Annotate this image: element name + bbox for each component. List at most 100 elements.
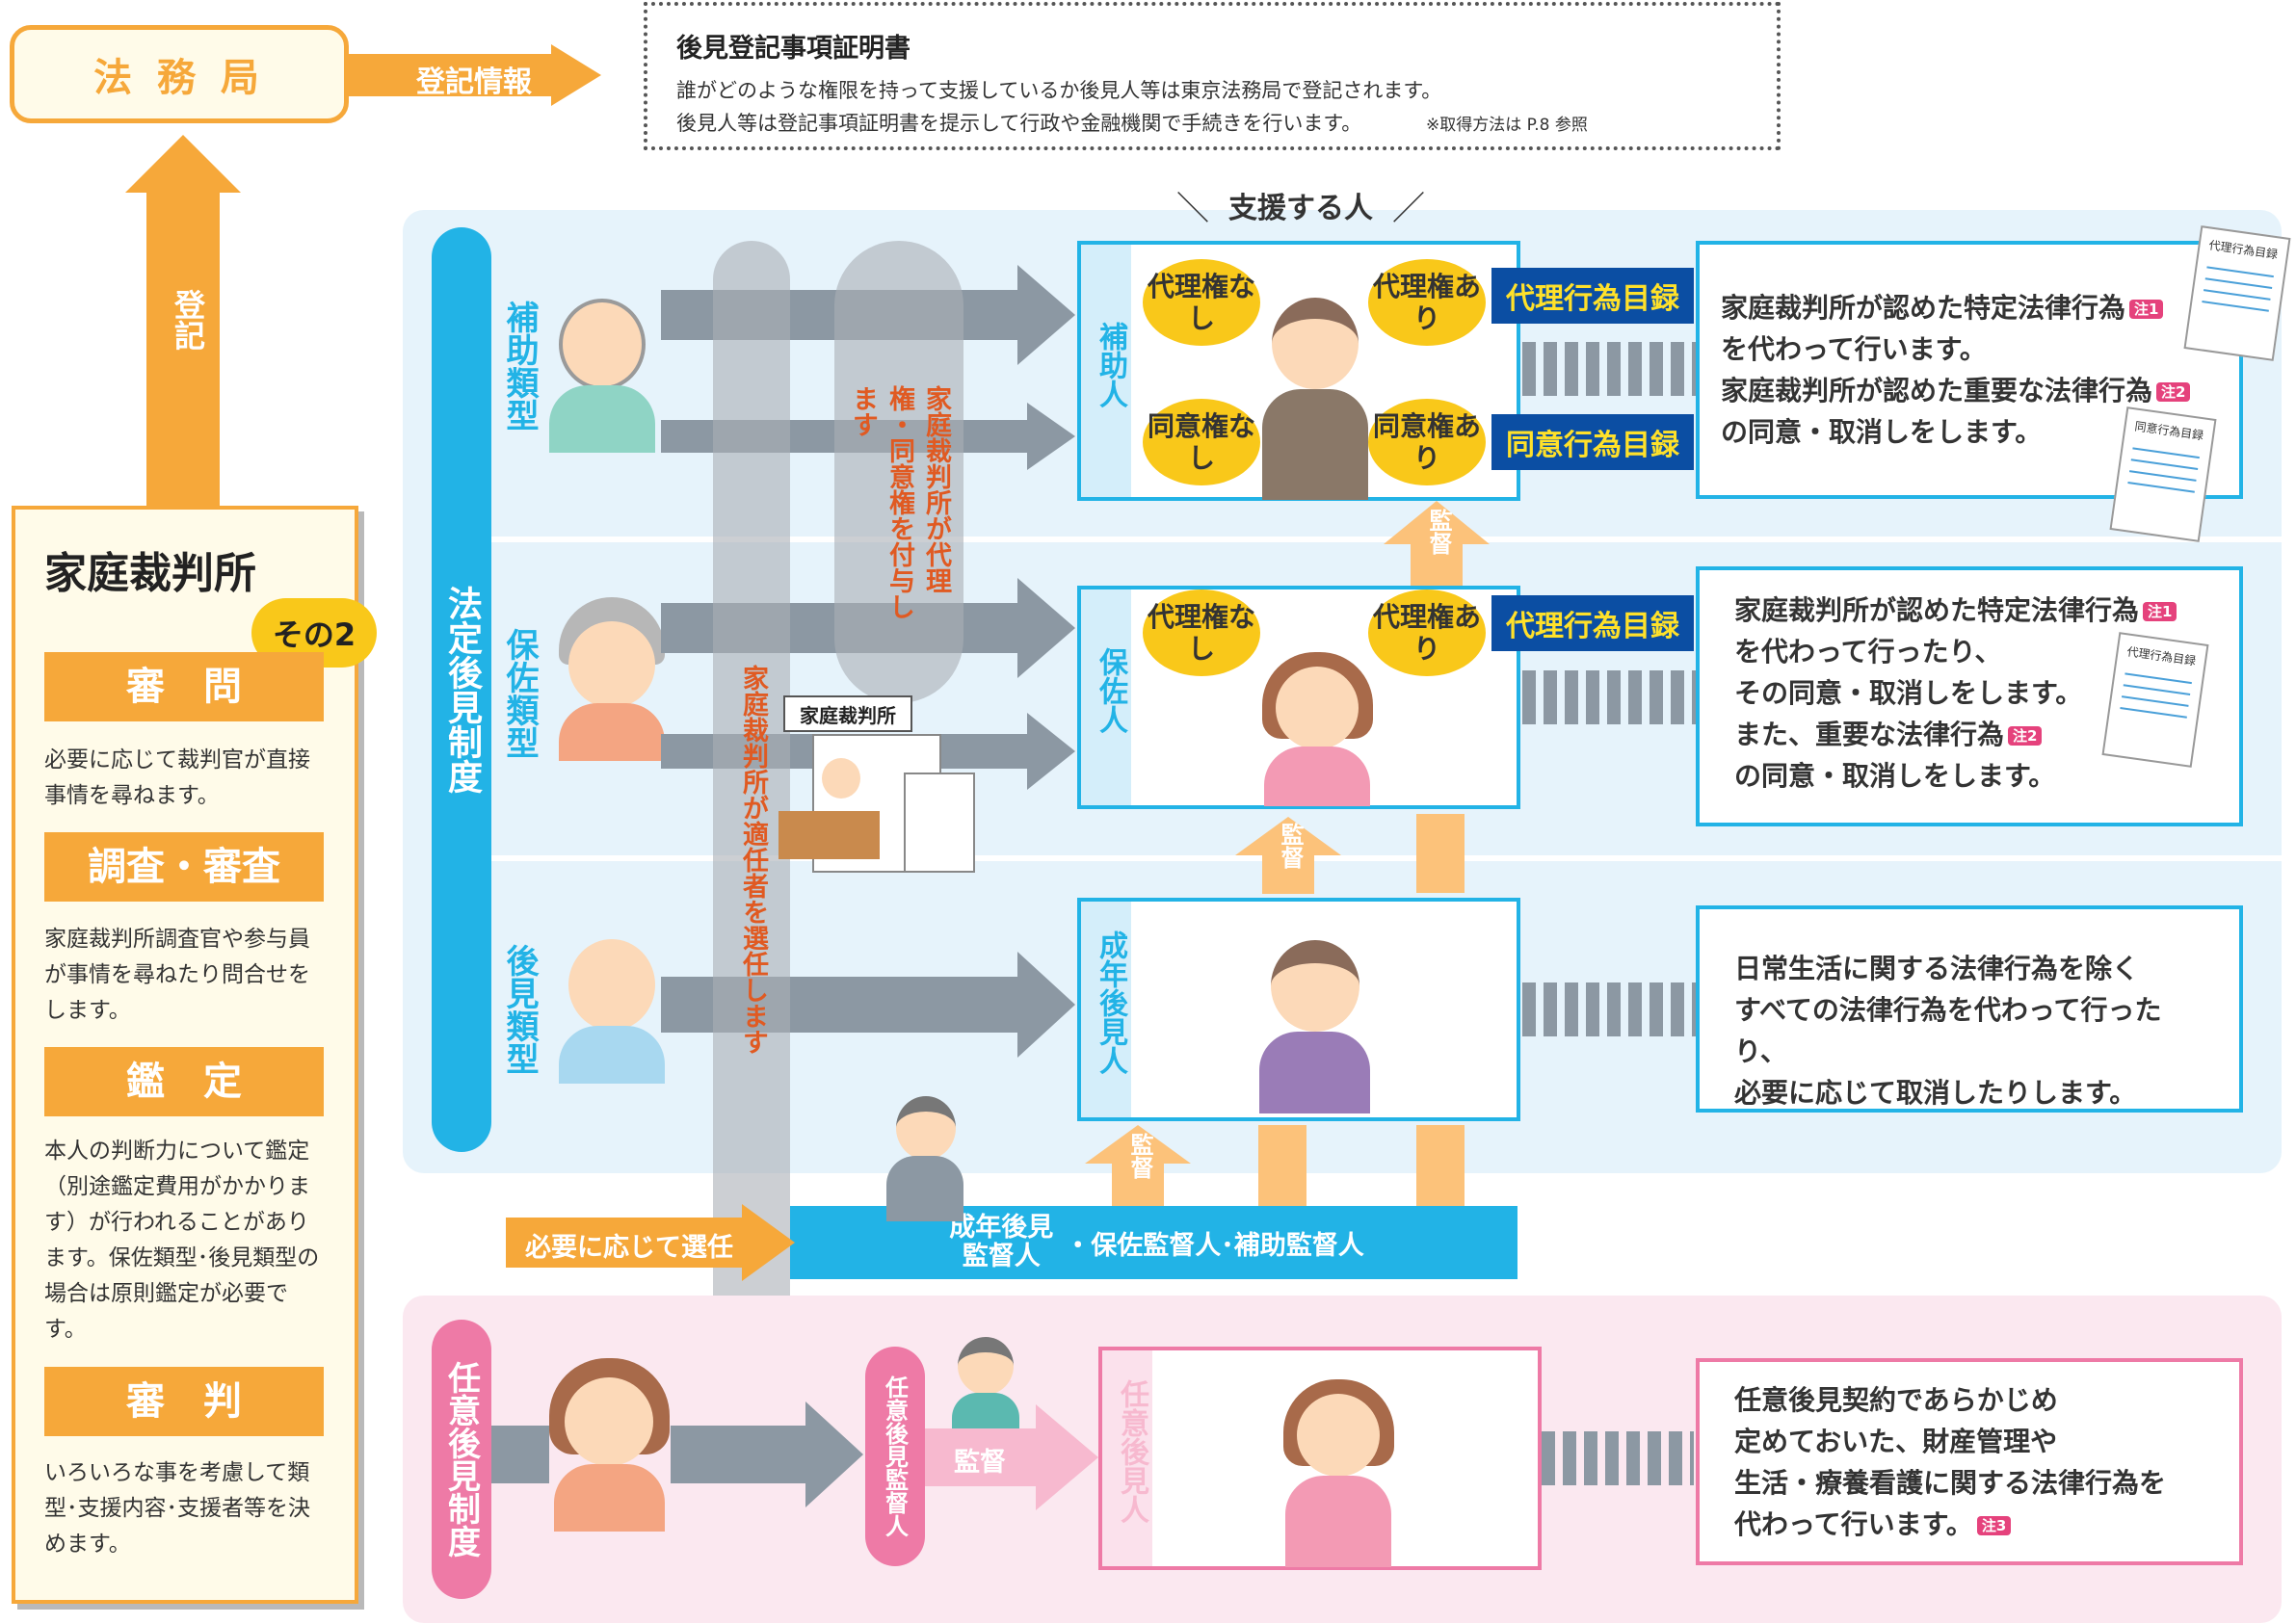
certificate-line1: 誰がどのような権限を持って支援しているか後見人等は東京法務局で登記されます。 (676, 79, 1442, 102)
legal-system-label: 法定後見制度 (442, 586, 482, 794)
kouken-box: 成年後見人 (1077, 898, 1520, 1121)
select-when-needed-label: 必要に応じて選任 (525, 1233, 733, 1263)
select-text: 家庭裁判所が適任者を選任します (738, 665, 768, 1055)
kantoku-arrow-hosa: 監督 (1235, 817, 1341, 894)
dashed-connector-voluntary (1542, 1431, 1694, 1485)
court-title: 家庭裁判所 (44, 549, 256, 598)
court-building-label: 家庭裁判所 (800, 703, 896, 727)
oval-hojo-dairi-nashi: 代理権なし (1143, 259, 1260, 346)
supervisor-person (886, 1096, 963, 1221)
section-heading-kantei: 鑑 定 (44, 1047, 324, 1116)
hosa-box: 保佐人 代理権なし 代理権あり (1077, 586, 1520, 809)
dashed-connector-hosa (1522, 670, 1696, 724)
voluntary-kantoku-arrow: 監督 (925, 1404, 1098, 1510)
supervisors-part1: 成年後見監督人 (949, 1213, 1054, 1271)
court-building: 家庭裁判所 (779, 695, 976, 874)
document-icon-hosa-dairi: 代理行為目録 (2101, 632, 2209, 768)
doc-label: 同意行為目録 (2133, 419, 2204, 443)
doc-label: 代理行為目録 (2125, 644, 2197, 668)
certificate-note: ※取得方法は P.8 参照 (1425, 116, 1588, 135)
hojo-desc-2: を代わって行います。 (1721, 333, 1987, 365)
touki-joho-arrow: 登記情報 (349, 44, 601, 106)
arrow-voluntary (671, 1401, 863, 1507)
section-heading-shinmon: 審 問 (44, 652, 324, 721)
person-hojo-elderly-man (544, 289, 660, 453)
hojo-desc-box: 家庭裁判所が認めた特定法律行為注1 を代わって行います。 家庭裁判所が認めた重要… (1696, 241, 2243, 499)
supporters-header: ＼ 支援する人 ／ (1175, 183, 1426, 228)
document-icon-dairi: 代理行為目録 (2183, 225, 2291, 361)
houmukyoku-box: 法 務 局 (10, 25, 349, 123)
pillar-grant (834, 241, 963, 703)
certificate-title: 後見登記事項証明書 (676, 34, 910, 64)
court-badge-text: その2 (272, 616, 356, 653)
person-voluntary-woman (549, 1358, 670, 1532)
hosa-desc-box: 家庭裁判所が認めた特定法律行為注1 を代わって行ったり、 その同意・取消しをしま… (1696, 566, 2243, 826)
court-panel: 家庭裁判所 その2 審 問 必要に応じて裁判官が直接事情を尋ねます。 調査・審査… (12, 506, 377, 1604)
certificate-line2: 後見人等は登記事項証明書を提示して行政や金融機関で手続きを行います。 (676, 112, 1362, 135)
section-text-shinpan: いろいろな事を考慮して類型･支援内容･支援者等を決めます。 (44, 1460, 310, 1557)
voluntary-desc-4: 代わって行います。 (1734, 1508, 1973, 1540)
voluntary-desc-box: 任意後見契約であらかじめ 定めておいた、財産管理や 生活・療養看護に関する法律行… (1696, 1358, 2243, 1565)
note-badge: 注1 (2129, 300, 2164, 319)
oval-hojo-doi-ari: 同意権あり (1368, 399, 1486, 485)
supporters-header-label: 支援する人 (1228, 192, 1373, 225)
row-separator (491, 855, 2282, 861)
section-heading-shinpan: 審 判 (44, 1367, 324, 1436)
hosa-desc-4: また、重要な法律行為 (1734, 719, 2005, 750)
voluntary-desc-2: 定めておいた、財産管理や (1734, 1426, 2058, 1457)
grant-text: 家庭裁判所が代理権・同意権を付与します (848, 385, 951, 619)
oval-hosa-dairi-nashi: 代理権なし (1143, 589, 1260, 676)
section-heading-chousa: 調査・審査 (44, 832, 324, 902)
certificate-box: 後見登記事項証明書 誰がどのような権限を持って支援しているか後見人等は東京法務局… (644, 2, 1781, 150)
hojo-supporter-man (1262, 298, 1368, 500)
supervision-connector (1416, 1125, 1465, 1206)
doc-label: 代理行為目録 (2207, 238, 2279, 262)
oval-hojo-dairi-ari: 代理権あり (1368, 259, 1486, 346)
hosa-supporter-woman (1262, 652, 1373, 806)
arrow-kouken (661, 952, 1075, 1058)
voluntary-supervisor-label: 任意後見監督人 (881, 1375, 909, 1537)
kouken-desc-3: 必要に応じて取消したりします。 (1734, 1077, 2137, 1109)
hojo-tag-doi: 同意行為目録 (1491, 414, 1694, 470)
hojo-desc-4: の同意・取消しをします。 (1721, 416, 2043, 448)
hosa-tag-dairi: 代理行為目録 (1491, 595, 1694, 651)
section-text-shinmon: 必要に応じて裁判官が直接事情を尋ねます。 (44, 747, 310, 808)
kouken-desc-2: すべての法律行為を代わって行ったり、 (1734, 994, 2162, 1067)
hosa-desc-3: その同意・取消しをします。 (1734, 677, 2083, 709)
oval-hosa-dairi-ari: 代理権あり (1368, 589, 1486, 676)
supervision-connector (1258, 1125, 1306, 1206)
dashed-connector-hojo (1522, 342, 1696, 396)
voluntary-kantoku-label: 監督 (954, 1448, 1006, 1478)
kouken-desc-1: 日常生活に関する法律行為を除く (1734, 953, 2140, 984)
voluntary-guardian-woman (1283, 1379, 1394, 1567)
legal-system-pill: 法定後見制度 (432, 227, 491, 1152)
kantoku-label: 監督 (1277, 823, 1304, 869)
kouken-label: 成年後見人 (1094, 930, 1127, 1075)
oval-hojo-doi-nashi: 同意権なし (1143, 399, 1260, 485)
hojo-desc-3: 家庭裁判所が認めた重要な法律行為 (1721, 375, 2153, 406)
note-badge: 注3 (1976, 1516, 2012, 1535)
kantoku-label: 監督 (1425, 509, 1452, 555)
section-text-kantei: 本人の判断力について鑑定（別途鑑定費用がかかります）が行われることがあります。保… (44, 1139, 320, 1342)
kouken-desc-box: 日常生活に関する法律行為を除く すべての法律行為を代わって行ったり、 必要に応じ… (1696, 905, 2243, 1113)
hosa-desc-1: 家庭裁判所が認めた特定法律行為 (1734, 594, 2140, 626)
voluntary-desc-1: 任意後見契約であらかじめ (1734, 1384, 2058, 1416)
hosa-label: 保佐人 (1094, 647, 1127, 734)
kantoku-label: 監督 (1126, 1133, 1153, 1179)
dashed-connector-kouken (1522, 982, 1696, 1036)
voluntary-system-pill: 任意後見制度 (432, 1320, 491, 1599)
voluntary-guardian-label: 任意後見人 (1115, 1379, 1148, 1524)
note-badge: 注1 (2143, 602, 2177, 621)
touki-joho-label: 登記情報 (416, 65, 532, 99)
section-text-chousa: 家庭裁判所調査官や参与員が事情を尋ねたり問合せをします。 (44, 927, 310, 1023)
select-when-needed-arrow: 必要に応じて選任 (506, 1204, 795, 1281)
type-hosa: 保佐類型 (500, 628, 539, 759)
kantoku-arrow-hojo: 監督 (1384, 501, 1490, 588)
document-icon-doi: 同意行為目録 (2109, 406, 2217, 542)
houmukyoku-label: 法 務 局 (93, 56, 265, 100)
hojo-box: 補助人 代理権なし 代理権あり 同意権なし 同意権あり (1077, 241, 1520, 501)
person-hosa-elderly-woman (554, 597, 670, 761)
touki-vertical-label: 登記 (170, 289, 206, 351)
hojo-desc-1: 家庭裁判所が認めた特定法律行為 (1721, 292, 2126, 324)
type-kouken: 後見類型 (500, 944, 539, 1075)
